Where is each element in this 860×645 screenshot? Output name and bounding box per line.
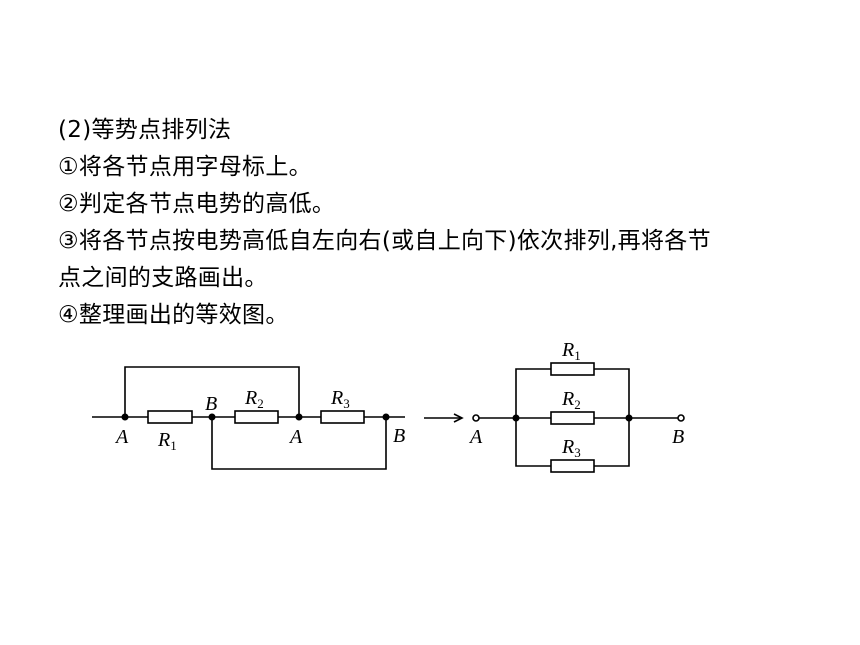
left-resistor-2 bbox=[234, 410, 279, 424]
left-node-a-2: A bbox=[288, 426, 303, 448]
right-r3-label: R3 bbox=[561, 436, 581, 460]
left-r3-label: R3 bbox=[330, 387, 350, 411]
right-resistor-1 bbox=[550, 362, 595, 376]
right-terminal-a bbox=[472, 414, 480, 422]
left-node-b-2: B bbox=[393, 425, 405, 447]
right-resistor-2 bbox=[550, 411, 595, 425]
text-block: (2)等势点排列法 ①将各节点用字母标上。 ②判定各节点电势的高低。 ③将各节点… bbox=[58, 112, 838, 334]
left-r2-label: R2 bbox=[244, 387, 264, 411]
left-resistor-3 bbox=[320, 410, 365, 424]
right-r1-label: R1 bbox=[561, 339, 581, 363]
right-node-a: A bbox=[468, 426, 483, 448]
left-r1-label: R1 bbox=[157, 429, 177, 453]
arrow-icon bbox=[424, 413, 464, 423]
step-4: ④整理画出的等效图。 bbox=[58, 302, 289, 328]
left-resistor-1 bbox=[147, 410, 193, 424]
step-2: ②判定各节点电势的高低。 bbox=[58, 191, 336, 217]
step-3-line-2: 点之间的支路画出。 bbox=[58, 265, 268, 291]
heading: (2)等势点排列法 bbox=[58, 117, 232, 143]
left-node-a-1: A bbox=[114, 426, 129, 448]
right-terminal-b bbox=[677, 414, 685, 422]
step-1: ①将各节点用字母标上。 bbox=[58, 154, 312, 180]
right-node-b: B bbox=[672, 426, 684, 448]
right-resistor-3 bbox=[550, 459, 595, 473]
step-3-line-1: ③将各节点按电势高低自左向右(或自上向下)依次排列,再将各节 bbox=[58, 228, 711, 254]
right-r2-label: R2 bbox=[561, 388, 581, 412]
left-node-b-1: B bbox=[205, 393, 217, 415]
junction-dots bbox=[121, 413, 633, 422]
